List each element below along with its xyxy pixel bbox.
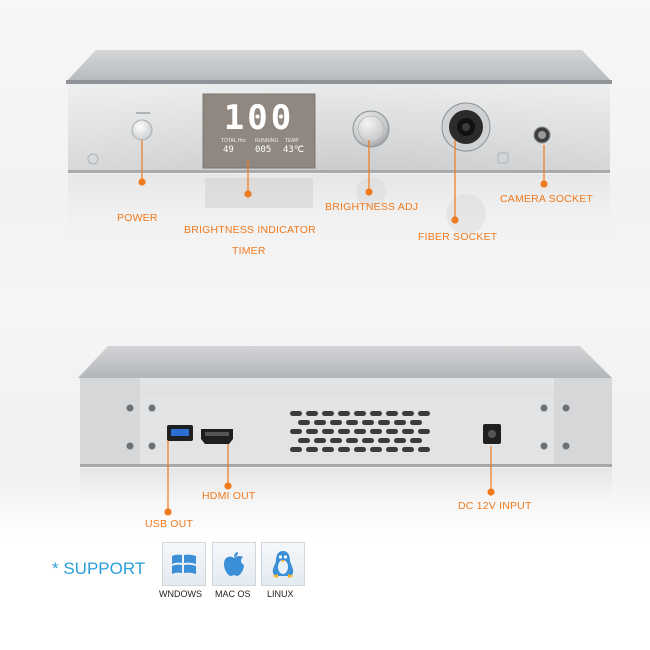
vent-slot bbox=[322, 447, 334, 452]
vent-slot bbox=[378, 420, 390, 425]
vent-slot bbox=[402, 429, 414, 434]
power-label: POWER bbox=[117, 212, 158, 224]
vent-slot bbox=[306, 411, 318, 416]
vent-slot bbox=[386, 447, 398, 452]
vent-slot bbox=[362, 420, 374, 425]
mac-os-label: MAC OS bbox=[215, 589, 251, 599]
vent-slot bbox=[290, 447, 302, 452]
vent-slot bbox=[354, 429, 366, 434]
vent-slot bbox=[314, 420, 326, 425]
vent-slot bbox=[410, 420, 422, 425]
vent-slot bbox=[354, 411, 366, 416]
vent-slot bbox=[306, 447, 318, 452]
vent-slot bbox=[314, 438, 326, 443]
front-device bbox=[66, 50, 612, 244]
vent-slot bbox=[362, 438, 374, 443]
vent-slot bbox=[306, 429, 318, 434]
rear-device bbox=[78, 346, 612, 516]
temperature-value: 43℃ bbox=[283, 145, 304, 155]
vent-slot bbox=[402, 447, 414, 452]
running-label: RUNNING bbox=[255, 138, 279, 144]
vent-slot bbox=[370, 429, 382, 434]
vent-slot bbox=[418, 429, 430, 434]
vent-slot bbox=[338, 447, 350, 452]
hrs-label: Hrs bbox=[237, 138, 246, 144]
total-hours-value: 49 bbox=[223, 145, 234, 155]
vent-slot bbox=[298, 420, 310, 425]
windows-logo-icon bbox=[162, 542, 206, 586]
vent-slot bbox=[418, 411, 430, 416]
vent-slot bbox=[322, 429, 334, 434]
fiber-socket-label: FIBER SOCKET bbox=[418, 231, 498, 243]
vent-slot bbox=[330, 438, 342, 443]
vent-slot bbox=[330, 420, 342, 425]
vent-slot bbox=[346, 420, 358, 425]
usb-out-label: USB OUT bbox=[145, 518, 194, 530]
vent-slot bbox=[346, 438, 358, 443]
vent-slot bbox=[394, 438, 406, 443]
vent-slot bbox=[338, 411, 350, 416]
vent-slot bbox=[338, 429, 350, 434]
vent-slot bbox=[298, 438, 310, 443]
vent-slot bbox=[410, 438, 422, 443]
brightness-value: 100 bbox=[223, 98, 295, 138]
vent-slot bbox=[290, 429, 302, 434]
vent-slot bbox=[322, 411, 334, 416]
vent-slot bbox=[370, 411, 382, 416]
windows-label: WNDOWS bbox=[159, 589, 202, 599]
vent-slot bbox=[370, 447, 382, 452]
running-time-value: 005 bbox=[255, 145, 272, 155]
vent-slot bbox=[418, 447, 430, 452]
vent-slot bbox=[290, 411, 302, 416]
linux-penguin-icon bbox=[261, 542, 305, 586]
vent-slot bbox=[378, 438, 390, 443]
dc-input-label: DC 12V INPUT bbox=[458, 500, 532, 512]
apple-logo-icon bbox=[212, 542, 256, 586]
vent-slot bbox=[402, 411, 414, 416]
brightness-adj-label: BRIGHTNESS ADJ bbox=[325, 201, 419, 213]
camera-socket-label: CAMERA SOCKET bbox=[500, 193, 594, 205]
vent-slot bbox=[386, 411, 398, 416]
vent-slot bbox=[386, 429, 398, 434]
total-label: TOTAL bbox=[221, 138, 237, 144]
hdmi-out-label: HDMI OUT bbox=[202, 490, 256, 502]
temp-label: TEMP bbox=[285, 138, 299, 144]
brightness-display: 100 TOTAL Hrs RUNNING TEMP 49 005 43℃ bbox=[203, 94, 315, 168]
brightness-indicator-label: BRIGHTNESS INDICATOR bbox=[184, 224, 316, 236]
vent-slot bbox=[354, 447, 366, 452]
support-title: * SUPPORT bbox=[52, 559, 146, 578]
timer-label: TIMER bbox=[232, 245, 266, 257]
linux-label: LINUX bbox=[267, 589, 294, 599]
vent-slot bbox=[394, 420, 406, 425]
